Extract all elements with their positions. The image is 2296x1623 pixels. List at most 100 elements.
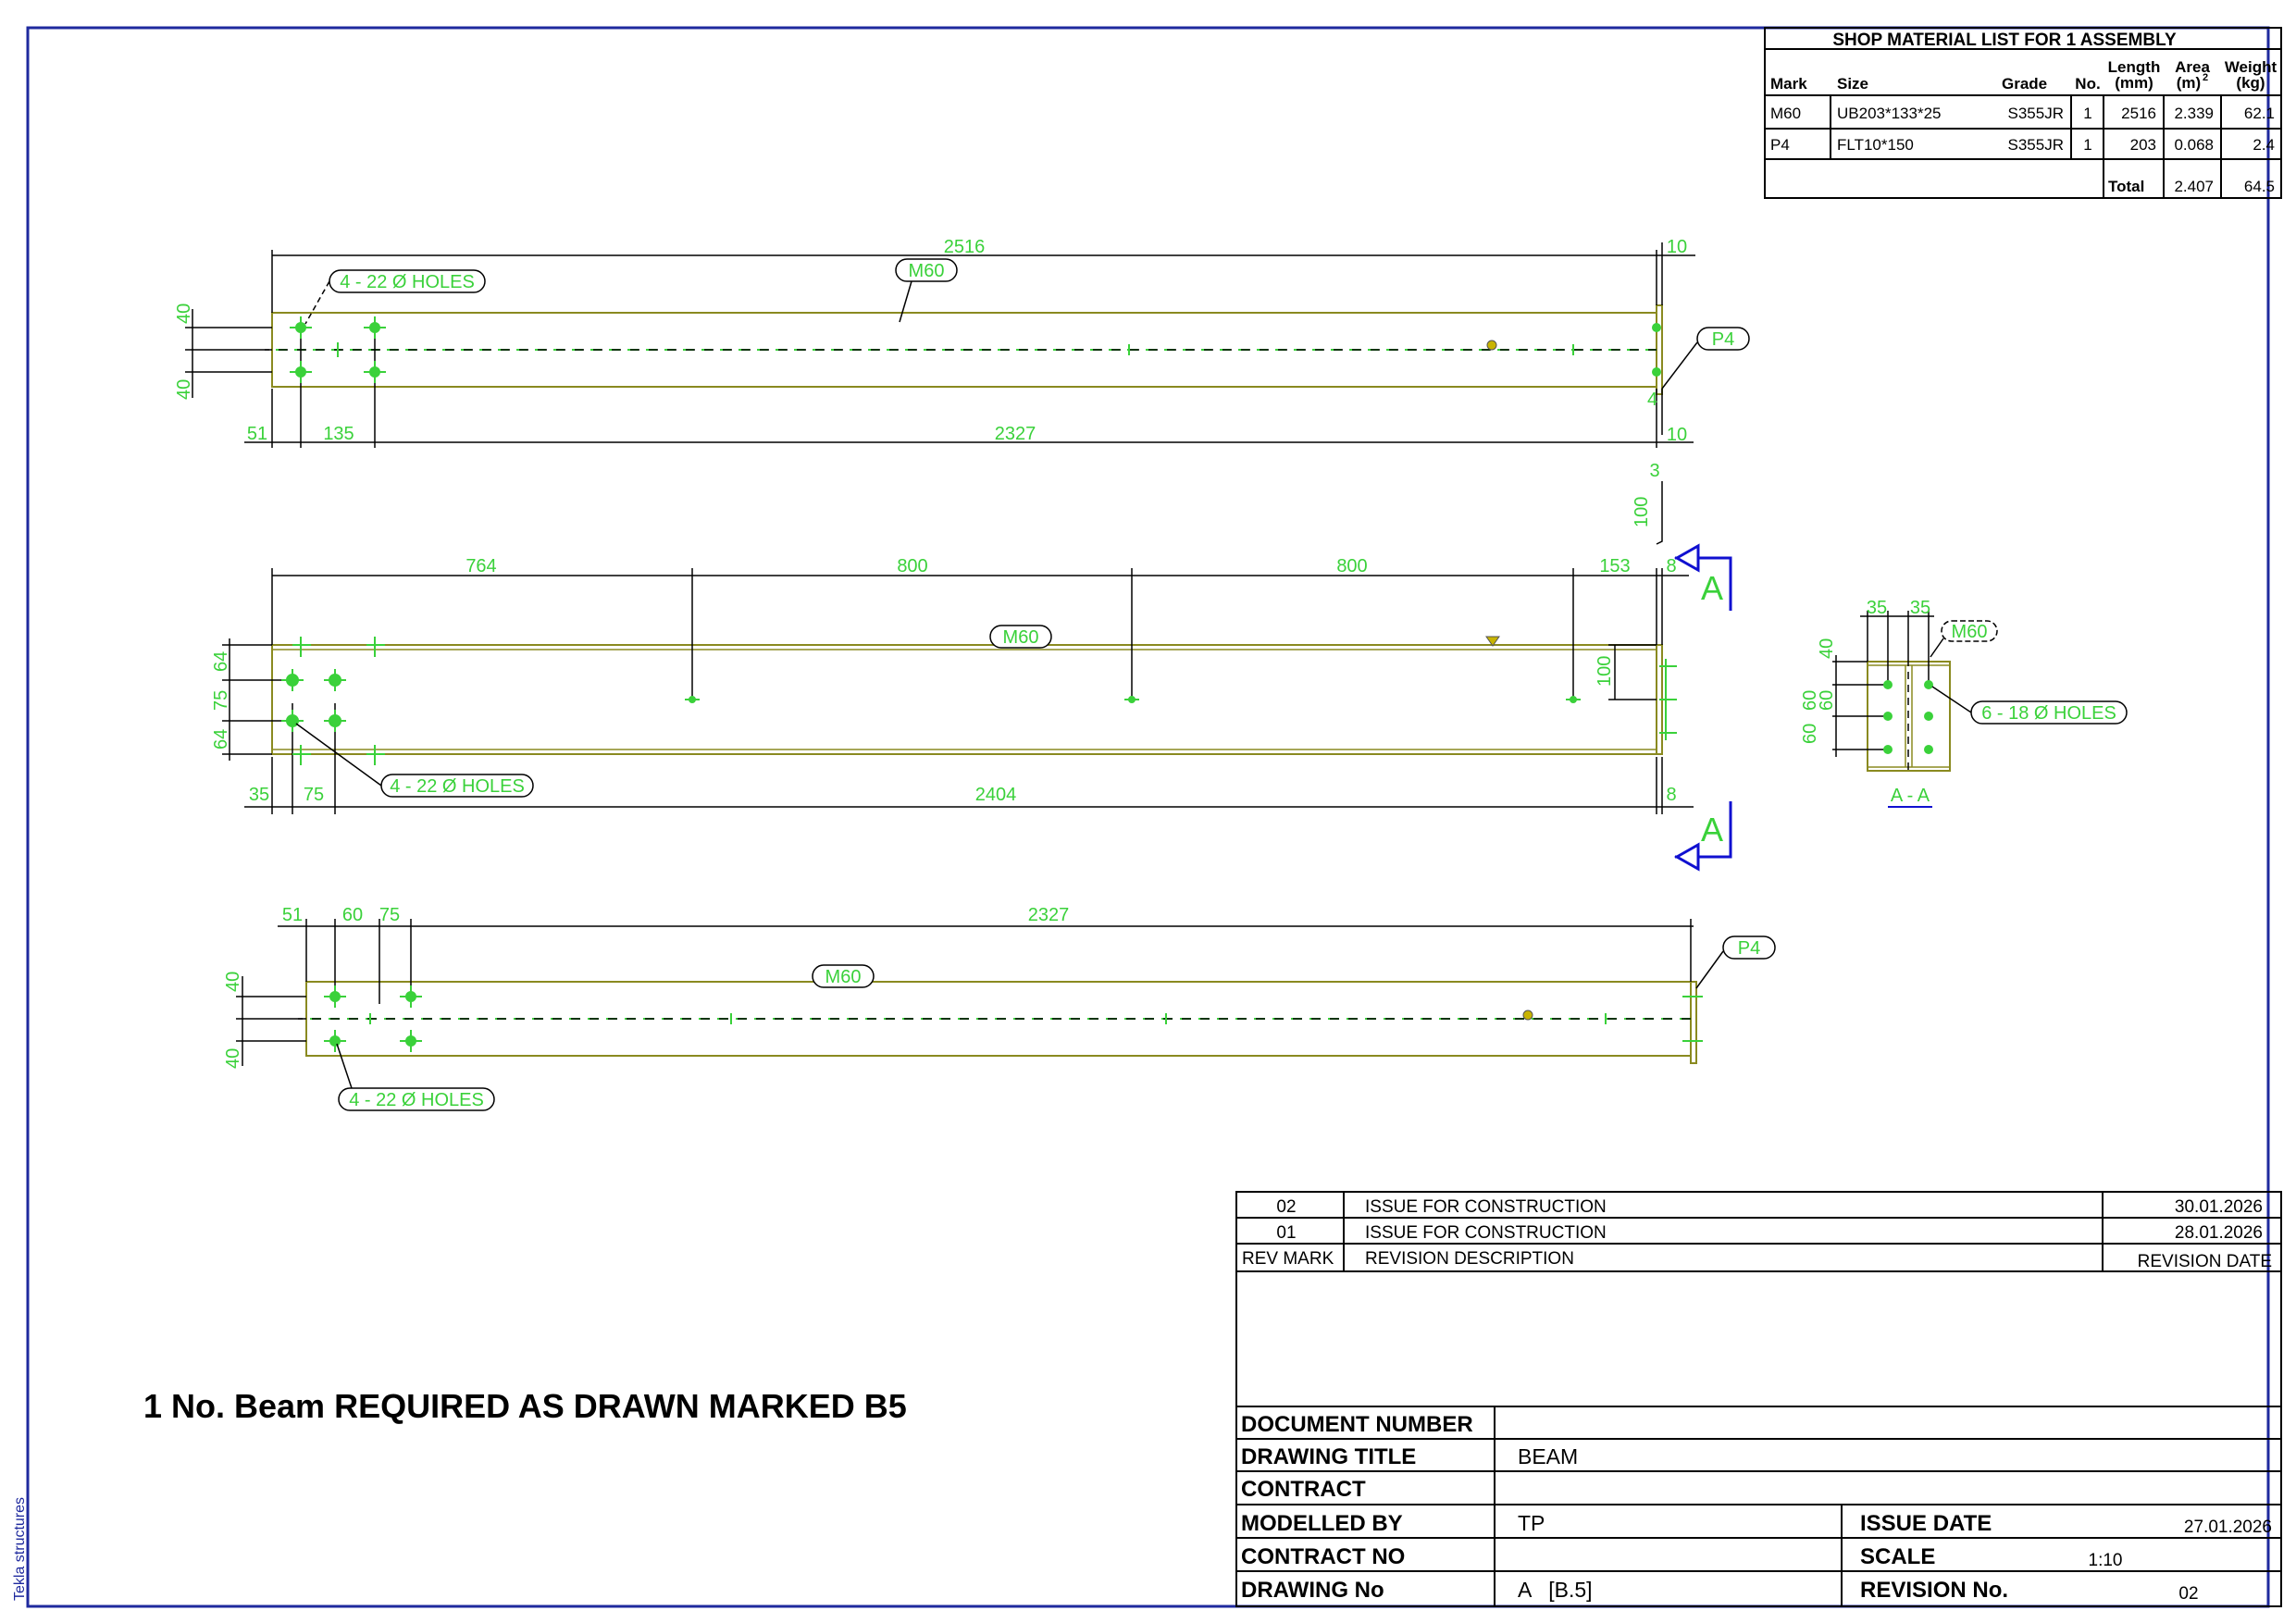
drawing-no-label: DRAWING No [1241, 1578, 1384, 1603]
revision-table [1235, 1191, 2282, 1607]
row2-weight: 2.4 [2253, 136, 2275, 154]
rev-row1-date: 30.01.2026 [2175, 1197, 2263, 1217]
view3-dim-2327: 2327 [1028, 905, 1070, 925]
view1-weld-3: 3 [1649, 461, 1659, 481]
view2-left-64a: 64 [211, 651, 231, 672]
header-area-1: Area [2175, 58, 2210, 76]
view3-dim-75: 75 [379, 905, 400, 925]
software-side-text: Tekla structures [12, 1497, 28, 1601]
row1-no: 1 [2083, 105, 2091, 122]
section-arrow-bottom [1673, 801, 1732, 872]
view2-dim-153: 153 [1599, 556, 1630, 576]
section-arrow-top [1673, 543, 1732, 611]
view2-dim-800a: 800 [897, 556, 927, 576]
header-weight-2: (kg) [2236, 74, 2265, 92]
view2-beam-tag-box [989, 625, 1052, 649]
view1-holes [290, 316, 1661, 383]
view1-weld-symbol [1656, 481, 1663, 545]
rev-header-description: REVISION DESCRIPTION [1365, 1249, 1574, 1269]
row1-length: 2516 [2121, 105, 2156, 122]
header-area-2: (m) [2177, 74, 2201, 92]
view3-plate-tag: P4 [1738, 938, 1760, 959]
rev-row2-date: 28.01.2026 [2175, 1223, 2263, 1243]
section-dimension-lines [1832, 611, 1934, 757]
header-size: Size [1837, 75, 1868, 93]
view3-plate-leader [1695, 950, 1724, 989]
contract-no-label: CONTRACT NO [1241, 1544, 1405, 1569]
view1-holes-label: 4 - 22 Ø HOLES [340, 272, 475, 292]
rev-header-date: REVISION DATE [2138, 1252, 2272, 1271]
view3-dim-60: 60 [342, 905, 363, 925]
view2-holes-label: 4 - 22 Ø HOLES [390, 776, 525, 797]
modelled-by-label: MODELLED BY [1241, 1511, 1403, 1536]
row2-mark: P4 [1770, 136, 1790, 154]
view2-dim-75: 75 [304, 785, 324, 805]
view1-plate-tag: P4 [1712, 329, 1734, 350]
section-tag-leader [1930, 638, 1944, 658]
view2-holes-leader [295, 723, 382, 787]
section-tag-box [1941, 620, 1998, 642]
drawing-title-value: BEAM [1518, 1444, 1578, 1468]
row2-area: 0.068 [2174, 136, 2214, 154]
view2-left-64b: 64 [211, 729, 231, 750]
section-title: A - A [1891, 786, 1930, 806]
view2-weld-mark [1485, 636, 1500, 647]
scale-value: 1:10 [2089, 1551, 2123, 1570]
header-length-2: (mm) [2115, 74, 2153, 92]
row1-mark: M60 [1770, 105, 1801, 122]
view1-weld-mark [1486, 340, 1497, 351]
section-holes-leader [1931, 686, 1972, 713]
row2-length: 203 [2130, 136, 2156, 154]
section-mark-bottom: A [1701, 811, 1723, 849]
total-label: Total [2108, 178, 2144, 195]
view1-weld-100: 100 [1632, 497, 1652, 527]
view1-end-plate-bottom: 10 [1667, 425, 1687, 445]
header-area-sup: 2 [2203, 72, 2208, 83]
header-mark: Mark [1770, 75, 1807, 93]
view2-dim-35: 35 [249, 785, 269, 805]
section-tag: M60 [1952, 622, 1988, 642]
view3-beam-tag-box [812, 964, 875, 988]
section-dim-60b: 60 [1800, 690, 1820, 711]
row1-weight: 62.1 [2244, 105, 2275, 122]
scale-label: SCALE [1860, 1544, 1935, 1569]
rev-header-mark: REV MARK [1242, 1249, 1334, 1269]
section-holes-label: 6 - 18 Ø HOLES [1981, 703, 2116, 724]
view3-beam [298, 981, 1697, 1064]
section-dim-35b: 35 [1910, 598, 1930, 618]
view3-dimension-lines [236, 919, 1694, 1066]
total-weight: 64.5 [2244, 178, 2275, 195]
view1-holes-leader [304, 280, 330, 325]
header-grade: Grade [2002, 75, 2047, 93]
total-area: 2.407 [2174, 178, 2214, 195]
assembly-note: 1 No. Beam REQUIRED AS DRAWN MARKED B5 [143, 1387, 907, 1425]
view2-dim-2404: 2404 [975, 785, 1017, 805]
header-length-1: Length [2108, 58, 2161, 76]
row1-grade: S355JR [2008, 105, 2064, 122]
contract-label: CONTRACT [1241, 1477, 1366, 1502]
row1-size: UB203*133*25 [1837, 105, 1941, 122]
rev-row2-description: ISSUE FOR CONSTRUCTION [1365, 1223, 1607, 1243]
modelled-by-value: TP [1518, 1511, 1545, 1535]
material-list [1764, 27, 2282, 199]
view1-overall-length: 2516 [944, 237, 986, 257]
view3-edge-bottom: 40 [223, 1048, 243, 1069]
section-dim-40: 40 [1817, 638, 1837, 659]
view1-end-plate-top: 10 [1667, 237, 1687, 257]
rev-row1-description: ISSUE FOR CONSTRUCTION [1365, 1197, 1607, 1217]
view1-dim-51: 51 [247, 424, 267, 444]
revision-no-value: 02 [2178, 1584, 2198, 1604]
view3-holes-leader [336, 1043, 353, 1089]
view1-dim-135: 135 [323, 424, 354, 444]
view2-beam-tag: M60 [1003, 627, 1039, 648]
issue-date-value: 27.01.2026 [2184, 1518, 2272, 1537]
row2-grade: S355JR [2008, 136, 2064, 154]
sheet-border [26, 26, 2270, 1608]
view1-plate-leader [1661, 341, 1698, 390]
view3-dim-51: 51 [282, 905, 303, 925]
view1-edge-top: 40 [174, 304, 194, 324]
section-holes [1883, 680, 1933, 754]
view3-holes [324, 985, 1703, 1052]
view2-right-100: 100 [1595, 656, 1615, 687]
